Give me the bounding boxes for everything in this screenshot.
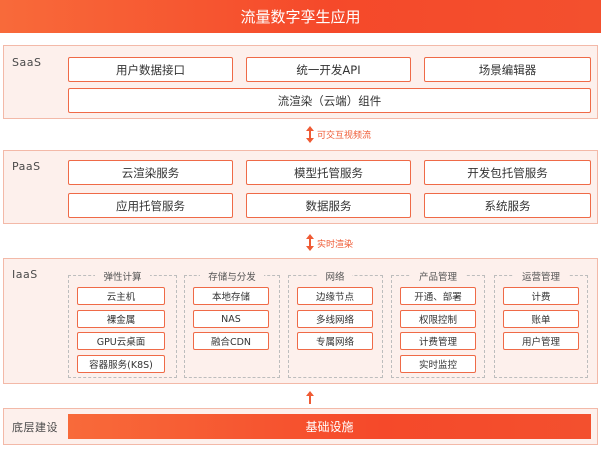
saas-unified-dev-api: 统一开发API — [246, 57, 411, 82]
connector-label-realtime-render: 实时渲染 — [317, 240, 354, 250]
iaas-item: 容器服务(K8S) — [77, 355, 165, 373]
paas-model-hosting-service: 模型托管服务 — [246, 160, 411, 185]
iaas-item: 开通、部署 — [400, 287, 476, 305]
iaas-item: 实时监控 — [400, 355, 476, 373]
iaas-group-title: 弹性计算 — [95, 269, 150, 283]
iaas-layer-label: IaaS — [12, 268, 38, 281]
saas-scene-editor: 场景编辑器 — [424, 57, 591, 82]
connector-label-interactive-stream: 可交互视频流 — [317, 131, 372, 141]
iaas-item: 裸金属 — [77, 310, 165, 328]
infrastructure-bar: 基础设施 — [68, 414, 591, 439]
connector-arrow-1 — [306, 126, 314, 143]
iaas-item: NAS — [193, 310, 269, 328]
connector-arrow-3 — [306, 391, 314, 405]
saas-stream-render-component: 流渲染（云端）组件 — [68, 88, 591, 113]
iaas-item: 计费管理 — [400, 332, 476, 350]
iaas-group-title: 产品管理 — [411, 269, 465, 283]
iaas-item: 计费 — [503, 287, 579, 305]
iaas-item: 多线网络 — [297, 310, 373, 328]
saas-layer-label: SaaS — [12, 56, 42, 69]
iaas-group-title: 存储与分发 — [200, 269, 264, 283]
iaas-item: 云主机 — [77, 287, 165, 305]
paas-layer-label: PaaS — [12, 160, 41, 173]
iaas-item: 权限控制 — [400, 310, 476, 328]
paas-app-hosting-service: 应用托管服务 — [68, 193, 233, 218]
iaas-item: GPU云桌面 — [77, 332, 165, 350]
diagram-title-banner: 流量数字孪生应用 — [0, 0, 601, 33]
paas-sdk-hosting-service: 开发包托管服务 — [424, 160, 591, 185]
iaas-item: 本地存储 — [193, 287, 269, 305]
saas-user-data-interface: 用户数据接口 — [68, 57, 233, 82]
iaas-group-title: 运营管理 — [514, 269, 568, 283]
connector-arrow-2 — [306, 234, 314, 251]
iaas-item: 融合CDN — [193, 332, 269, 350]
iaas-item: 专属网络 — [297, 332, 373, 350]
paas-cloud-render-service: 云渲染服务 — [68, 160, 233, 185]
iaas-item: 账单 — [503, 310, 579, 328]
paas-system-service: 系统服务 — [424, 193, 591, 218]
diagram-title: 流量数字孪生应用 — [240, 8, 361, 26]
iaas-group-title: 网络 — [318, 269, 352, 283]
iaas-item: 边缘节点 — [297, 287, 373, 305]
iaas-item: 用户管理 — [503, 332, 579, 350]
base-layer-label: 底层建设 — [12, 421, 58, 434]
paas-data-service: 数据服务 — [246, 193, 411, 218]
